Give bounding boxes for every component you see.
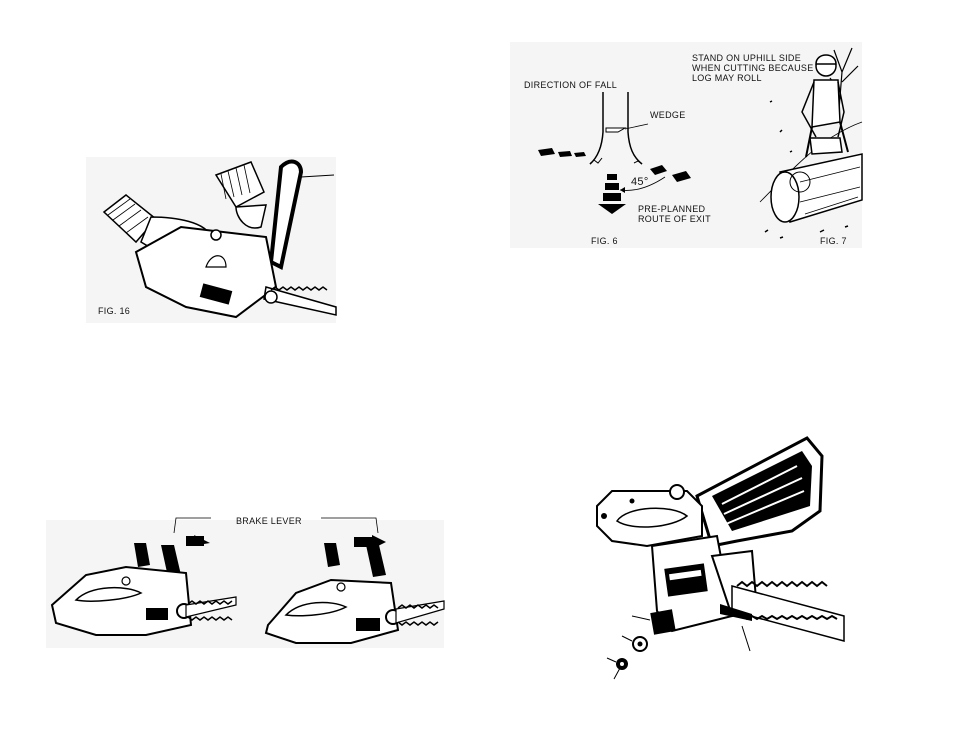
wedge-label: WEDGE <box>650 110 686 121</box>
exit-route-label-2: ROUTE OF EXIT <box>638 214 711 225</box>
fig7-caption: FIG. 7 <box>820 236 847 247</box>
fig16-illustration <box>86 157 336 323</box>
direction-of-fall-label: DIRECTION OF FALL <box>524 80 617 91</box>
angle-label: 45° <box>631 177 649 188</box>
fig6-caption: FIG. 6 <box>591 236 618 247</box>
fig7-warning-line-3: LOG MAY ROLL <box>692 73 762 84</box>
chainsaw-exploded-illustration <box>592 436 844 681</box>
fig16-caption: FIG. 16 <box>98 306 130 317</box>
brake-lever-illustration <box>46 505 444 648</box>
